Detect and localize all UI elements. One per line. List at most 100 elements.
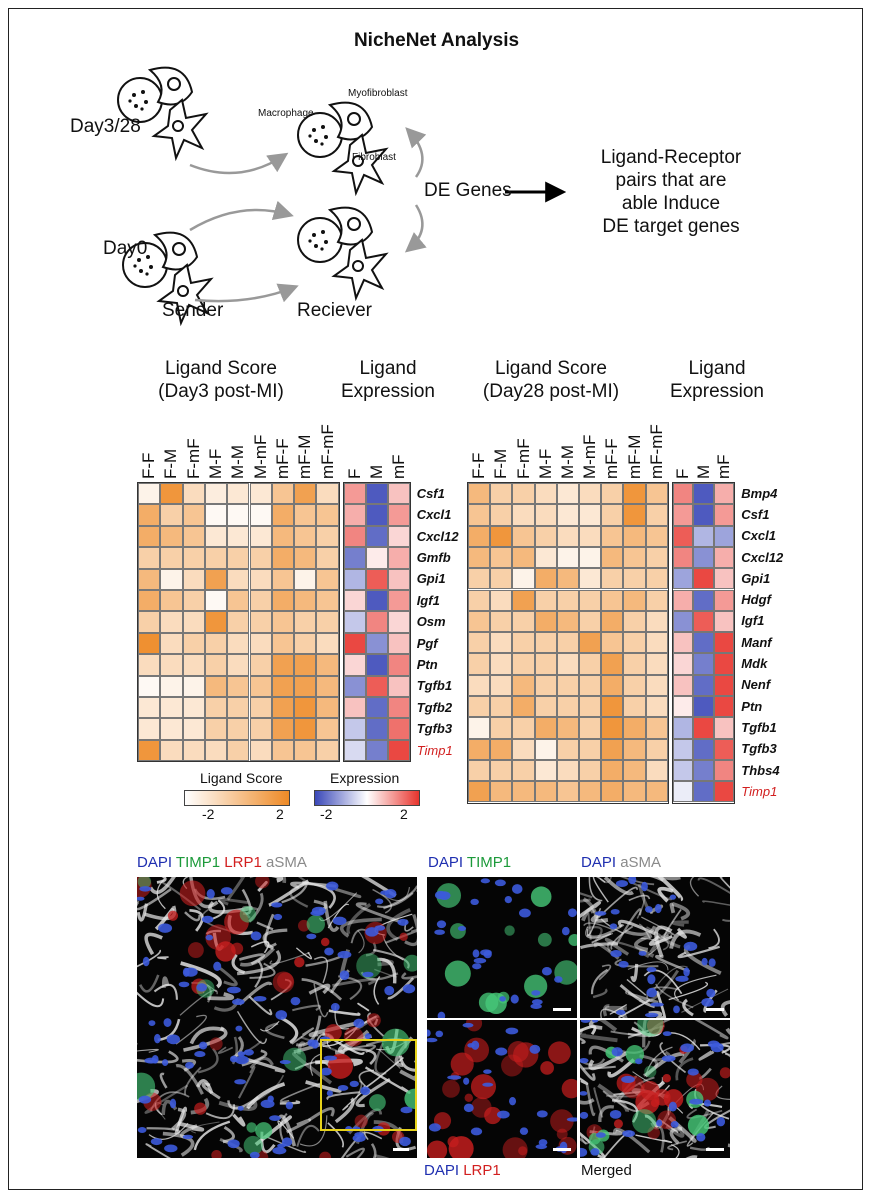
asma-fiber [649, 930, 671, 954]
asma-fiber [137, 1048, 159, 1053]
score-cell [534, 568, 557, 590]
dapi-nucleus [654, 903, 662, 914]
expression-cell [387, 590, 410, 612]
score-cell [601, 546, 624, 569]
asma-fiber [401, 972, 417, 980]
timp1-signal [524, 974, 548, 998]
score-cell [227, 675, 250, 697]
arrow-top [189, 152, 289, 175]
label-asma: aSMA [620, 854, 662, 871]
scale-bar [706, 1008, 724, 1011]
label-day-bottom: Day0 [103, 238, 148, 259]
dapi-nucleus [622, 1130, 635, 1138]
asma-fiber [641, 916, 676, 936]
score-cell [249, 525, 272, 548]
score-cell [294, 718, 317, 740]
score-cell [601, 696, 624, 718]
score-cell [204, 483, 228, 505]
score-cell [623, 738, 646, 760]
score-cell [645, 717, 668, 739]
score-cell [316, 654, 339, 676]
dapi-nucleus [618, 960, 629, 968]
score-cell [556, 674, 579, 696]
dapi-nucleus [232, 998, 245, 1006]
score-cell [579, 717, 602, 739]
asma-fiber [669, 902, 676, 914]
score-cell [645, 738, 668, 760]
score-cell [468, 696, 491, 718]
asma-fiber [296, 1124, 320, 1148]
timp1-signal [246, 1122, 257, 1133]
score-cell [160, 697, 183, 719]
score-cell [579, 781, 602, 803]
lrp1-signal [319, 1151, 332, 1158]
expression-cell [713, 696, 735, 718]
asma-fiber [197, 1047, 219, 1074]
asma-fiber [340, 917, 382, 938]
dapi-nucleus [505, 1027, 519, 1035]
dapi-nucleus [494, 879, 506, 887]
arrow-mid [189, 200, 294, 232]
dapi-nucleus [707, 1040, 720, 1048]
asma-fiber [305, 1080, 342, 1093]
asma-fiber [137, 991, 165, 1008]
asma-fiber [355, 902, 402, 924]
asma-fiber [307, 1107, 335, 1122]
asma-fiber [677, 945, 720, 959]
dapi-nucleus [260, 1099, 275, 1109]
asma-fiber [179, 989, 218, 1016]
score-cell [294, 654, 317, 676]
score-cell [645, 610, 668, 633]
asma-fiber [602, 1004, 610, 1017]
score-cell [138, 611, 161, 633]
receiver-cells-bottom [297, 206, 387, 299]
score-cell [601, 568, 624, 590]
expression-cell [387, 739, 410, 762]
score-cell [160, 483, 183, 505]
asma-fiber [207, 992, 235, 1001]
dapi-nucleus [183, 967, 198, 977]
score-cell [138, 632, 161, 655]
lrp1-signal [442, 1079, 460, 1098]
expression-cell [693, 525, 714, 547]
dapi-nucleus [656, 1119, 663, 1127]
dapi-nucleus [142, 956, 150, 967]
asma-fiber [338, 1044, 377, 1053]
score-cell [556, 781, 579, 803]
score-cell [294, 590, 317, 612]
dapi-nucleus [467, 1043, 475, 1048]
dapi-nucleus [349, 1080, 359, 1088]
dapi-nucleus [472, 963, 482, 970]
score-cell [512, 589, 535, 611]
asma-fiber [357, 929, 365, 954]
title-line: Ligand [688, 358, 746, 379]
score-cell [601, 674, 624, 696]
dapi-nucleus [374, 925, 386, 931]
asma-fiber [247, 1057, 286, 1073]
dapi-nucleus [566, 1117, 577, 1122]
dapi-nucleus [434, 929, 445, 935]
asma-fiber [585, 1083, 596, 1117]
asma-fiber [231, 953, 246, 975]
dapi-nucleus [151, 1054, 159, 1064]
dapi-nucleus [237, 1105, 244, 1111]
dapi-nucleus [530, 1003, 542, 1009]
timp1-signal [306, 914, 325, 934]
expression-cell [693, 696, 714, 718]
score-cell [512, 674, 535, 696]
dapi-nucleus [220, 887, 233, 895]
asma-fiber [184, 911, 201, 922]
score-cell [512, 610, 535, 633]
asma-fiber [281, 883, 308, 904]
row-label-gmfb: Gmfb [416, 549, 451, 565]
asma-fiber [670, 1144, 680, 1158]
dapi-nucleus [306, 933, 317, 940]
score-cell [601, 738, 624, 760]
score-cell [249, 611, 272, 633]
dapi-nucleus [669, 894, 677, 900]
dapi-nucleus [480, 949, 492, 956]
asma-fiber [301, 978, 343, 1001]
expression-cell [693, 610, 714, 633]
score-cell [556, 717, 579, 739]
asma-fiber [607, 1058, 635, 1078]
